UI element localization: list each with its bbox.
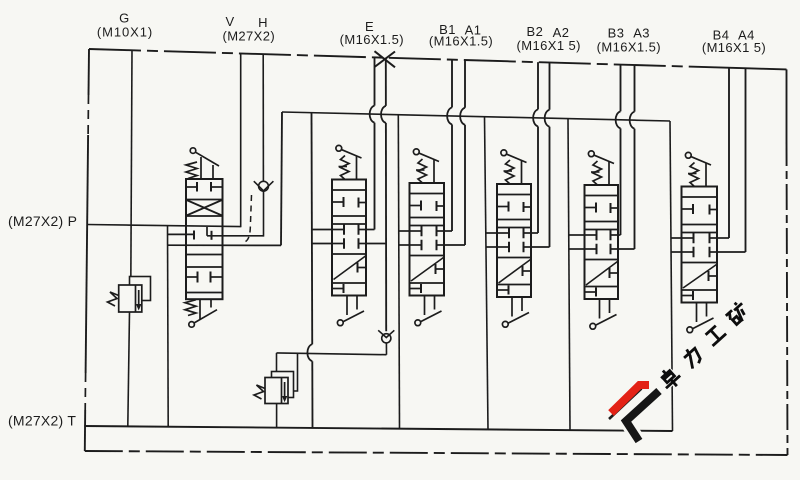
svg-text:A3: A3 [633, 26, 650, 41]
svg-text:(M10X1): (M10X1) [97, 25, 153, 40]
svg-text:(M16X1 5): (M16X1 5) [702, 40, 766, 55]
svg-text:B3: B3 [608, 26, 625, 41]
svg-text:(M16X1.5): (M16X1.5) [597, 40, 661, 55]
svg-text:V: V [225, 14, 234, 29]
svg-text:B2: B2 [527, 24, 544, 39]
svg-text:G: G [119, 11, 130, 26]
svg-text:(M27X2) P: (M27X2) P [8, 213, 77, 229]
svg-text:(M16X1.5): (M16X1.5) [429, 34, 493, 49]
svg-text:(M16X1.5): (M16X1.5) [340, 32, 404, 47]
svg-text:(M27X2) T: (M27X2) T [8, 413, 76, 429]
svg-text:(M16X1 5): (M16X1 5) [517, 38, 581, 53]
svg-text:(M27X2): (M27X2) [222, 29, 275, 44]
